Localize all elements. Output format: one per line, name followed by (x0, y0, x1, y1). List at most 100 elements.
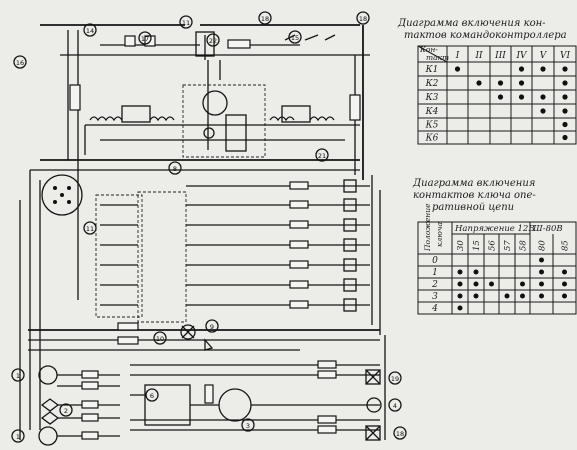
key-column-header: 56 (488, 240, 498, 251)
key-column-header: 30 (456, 240, 466, 251)
lamps-group (38, 365, 120, 446)
svg-text:10: 10 (156, 335, 164, 343)
lamp (180, 324, 196, 340)
controller-contact-dot (562, 94, 568, 100)
coil-box-left (121, 105, 151, 123)
svg-text:6: 6 (150, 392, 154, 400)
key-title-1: Диаграмма включения (412, 178, 535, 189)
relay-rows (100, 175, 381, 335)
controller-contact-dot (562, 80, 568, 86)
controller-contact-dot (476, 80, 482, 86)
callout: 18 (258, 11, 272, 25)
controller-header-contact-2: такт (426, 53, 449, 62)
motor-terminal-block (225, 114, 247, 152)
controller-contact-label: К1 (425, 65, 439, 75)
controller-title-1: Диаграмма включения кон- (397, 18, 546, 29)
callout-12-ring (203, 127, 215, 139)
resistor-left (69, 84, 81, 111)
controller-contact-dot (562, 66, 568, 72)
key-position-label: 3 (432, 292, 438, 302)
svg-text:15: 15 (291, 34, 299, 42)
key-contact-dot (504, 293, 510, 299)
controller-position-header: IV (515, 51, 528, 61)
key-contact-dot (562, 281, 567, 287)
callout: 18 (356, 11, 370, 25)
coil-bus (84, 124, 360, 155)
key-contact-dot (473, 269, 479, 275)
callout: 21 (315, 148, 329, 162)
controller-contact-dot (497, 80, 504, 86)
key-contact-dot (457, 281, 463, 287)
key-group2-label: Ш-80В (532, 224, 563, 234)
svg-text:18: 18 (396, 430, 404, 438)
key-position-label: 0 (432, 256, 438, 266)
controller-header-contact: Кон- (419, 45, 438, 54)
controller-diagram: Диаграмма включения кон- тактов командок… (397, 18, 577, 145)
resistor-top (227, 39, 251, 49)
svg-text:19: 19 (391, 375, 399, 383)
callout: 16 (13, 55, 27, 69)
controller-contact-dot (562, 121, 568, 128)
top-wiring (60, 30, 370, 300)
controller-contact-dot (540, 108, 546, 114)
callout: 1 (11, 429, 25, 443)
svg-text:21: 21 (318, 152, 326, 160)
callout: 18 (393, 426, 407, 440)
callout: 1 (11, 368, 25, 382)
controller-position-header: V (540, 51, 548, 61)
motor-symbol (202, 90, 228, 116)
controller-contact-dot (540, 66, 546, 72)
callout: 14 (83, 23, 97, 37)
key-column-header: 57 (503, 240, 513, 251)
callout: 4 (388, 398, 402, 412)
svg-text:3: 3 (246, 422, 250, 430)
key-column-header: 15 (472, 240, 482, 251)
callout: 6 (145, 388, 159, 402)
key-header-position-2: ключа (435, 222, 444, 247)
callout: 19 (388, 371, 402, 385)
callout: 9 (205, 319, 219, 333)
schematic-wiring (19, 24, 386, 446)
controller-contact-dot (518, 80, 525, 86)
controller-contact-label: К3 (425, 93, 439, 103)
callout: 8 (168, 161, 182, 175)
svg-text:16: 16 (16, 59, 24, 67)
controller-position-header: III (494, 51, 506, 61)
controller-block (95, 194, 143, 318)
key-contact-dot (539, 281, 544, 287)
svg-text:14: 14 (86, 27, 94, 35)
motor-box (182, 84, 266, 158)
svg-text:9: 9 (210, 323, 214, 331)
key-title-3: ративной цепи (432, 202, 514, 213)
key-contact-dot (520, 281, 525, 287)
key-contact-dot (562, 269, 567, 275)
key-contact-dot (562, 293, 567, 299)
key-contact-dot (457, 269, 463, 275)
key-contact-dot (539, 293, 544, 299)
connector-plug (41, 174, 83, 216)
controller-position-header: VI (560, 51, 570, 61)
resistor-right (349, 94, 361, 121)
svg-text:11: 11 (86, 225, 94, 233)
svg-text:2: 2 (64, 407, 68, 415)
contact-marks (284, 34, 336, 41)
key-column-header: 80 (538, 240, 548, 251)
controller-title-2: тактов командоконтроллера (404, 30, 567, 41)
svg-text:11: 11 (182, 19, 190, 27)
svg-text:18: 18 (261, 15, 269, 23)
controller-contact-dot (562, 134, 568, 141)
svg-text:1: 1 (16, 372, 20, 380)
key-switch-block (137, 191, 187, 323)
key-header-position: Положение (423, 203, 432, 252)
key-title-2: контактов ключа опе- (413, 190, 536, 201)
controller-contact-dot (497, 94, 504, 100)
coil-box-right (281, 105, 311, 123)
key-contact-dot (457, 293, 463, 299)
lower-wiring (19, 170, 380, 440)
key-group1-label: Напряжение 12В (454, 224, 535, 234)
controller-contact-label: К2 (425, 79, 439, 89)
controller-contact-dot (540, 94, 546, 100)
controller-contact-label: К4 (425, 107, 439, 117)
